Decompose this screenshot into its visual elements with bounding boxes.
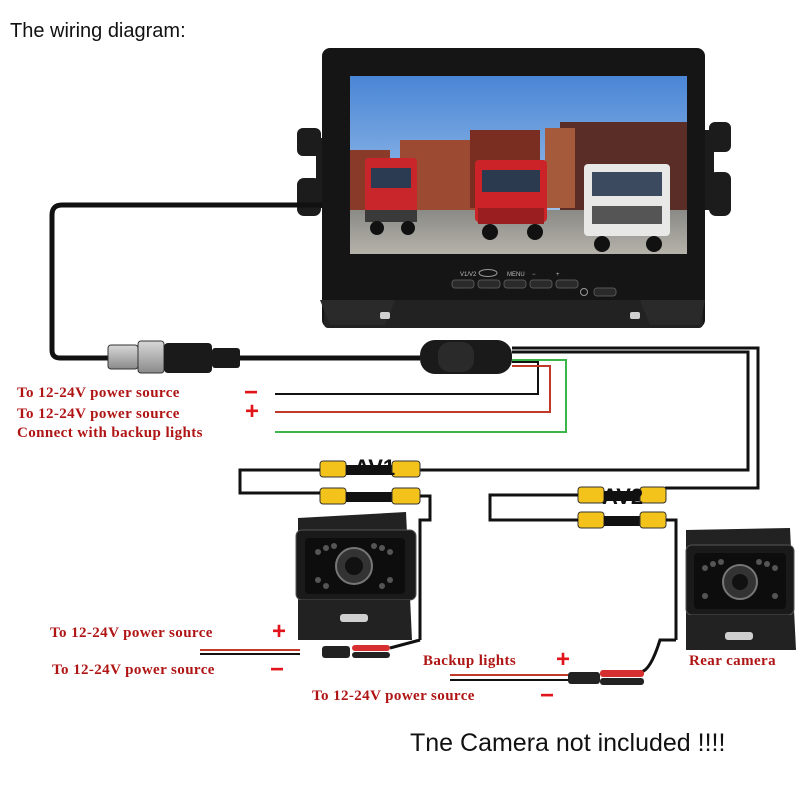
minus-sign: − — [540, 682, 555, 709]
label-camera1-negative: To 12-24V power source — [52, 662, 215, 678]
camera-not-included-note: Tne Camera not included !!!! — [410, 729, 726, 757]
monitor-button-label: + — [556, 272, 560, 278]
minus-sign: − — [244, 379, 259, 406]
monitor-cable — [49, 202, 322, 361]
plus-sign: + — [245, 398, 260, 425]
camera-1 — [295, 512, 417, 640]
monitor-buttons — [451, 279, 617, 297]
wire-backup — [275, 359, 567, 433]
label-backup-lights-camera: Backup lights — [423, 653, 517, 669]
label-power-negative: To 12-24V power source — [17, 385, 180, 401]
label-rear-camera: Rear camera — [689, 653, 776, 669]
av1-cable-out — [418, 494, 432, 640]
monitor-screen — [350, 76, 687, 254]
label-av2: AV2 — [602, 484, 644, 509]
av2-cable-in — [512, 346, 760, 490]
monitor-button-label: MENU — [507, 272, 525, 278]
camera-2 — [685, 528, 796, 650]
label-backup-lights: Connect with backup lights — [17, 425, 203, 441]
label-power-positive: To 12-24V power source — [17, 406, 180, 422]
aviation-connector — [107, 340, 240, 374]
junction-box — [420, 340, 512, 374]
minus-sign: − — [270, 656, 285, 683]
wire-negative — [275, 361, 539, 395]
av1-rca — [319, 460, 421, 505]
label-camera2-negative: To 12-24V power source — [312, 688, 475, 704]
plus-sign: + — [272, 618, 287, 645]
wire-positive — [275, 365, 551, 413]
diagram-title: The wiring diagram: — [10, 20, 186, 42]
av2-cable-out — [666, 518, 678, 640]
monitor — [297, 48, 731, 328]
plus-sign: + — [556, 646, 571, 673]
av1-cable-in — [420, 350, 750, 472]
monitor-button-label: − — [532, 272, 536, 278]
av2-rca — [577, 486, 667, 529]
label-camera1-positive: To 12-24V power source — [50, 625, 213, 641]
label-av1: AV1 — [354, 455, 396, 480]
mount-knob-right — [702, 122, 731, 216]
monitor-button-label: V1/V2 — [460, 272, 477, 278]
